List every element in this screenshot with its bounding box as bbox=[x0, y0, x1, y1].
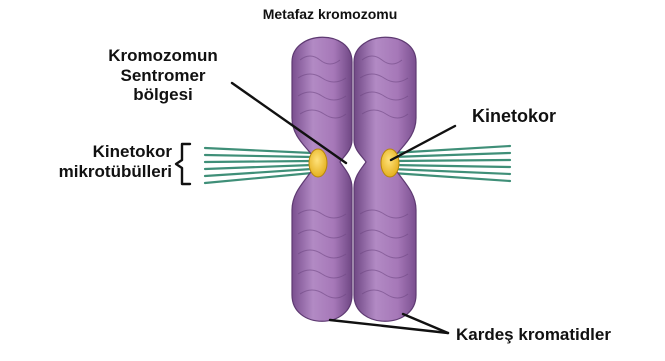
microtubules-bracket bbox=[176, 144, 190, 184]
kinetochore-label: Kinetokor bbox=[472, 106, 556, 127]
diagram-title: Metafaz kromozomu bbox=[240, 6, 420, 22]
left-chromatid bbox=[292, 37, 352, 321]
right-kinetochore bbox=[381, 149, 399, 177]
centromere-label-line1: Kromozomun bbox=[68, 46, 258, 66]
left-microtubules bbox=[205, 148, 312, 183]
sister-chromatids-label: Kardeş kromatidler bbox=[456, 325, 611, 345]
microtubules-label-line2: mikrotübülleri bbox=[6, 162, 172, 182]
centromere-label-line2: Sentromer bbox=[68, 66, 258, 86]
left-kinetochore bbox=[309, 149, 327, 177]
right-chromatid bbox=[354, 37, 416, 321]
microtubules-label-line1: Kinetokor bbox=[6, 142, 172, 162]
microtubules-label: Kinetokor mikrotübülleri bbox=[6, 142, 172, 181]
centromere-label-line3: bölgesi bbox=[68, 85, 258, 105]
centromere-label: Kromozomun Sentromer bölgesi bbox=[68, 46, 258, 105]
